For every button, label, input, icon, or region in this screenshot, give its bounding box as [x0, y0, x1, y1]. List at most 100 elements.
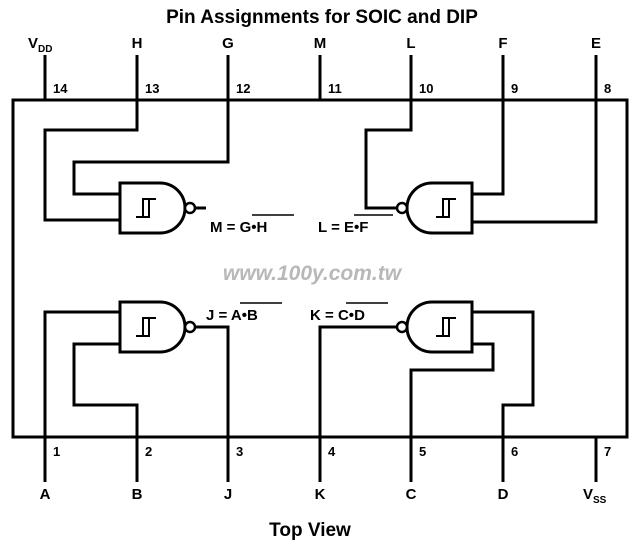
equation-k-dot: • [349, 307, 354, 324]
pin-14-number: 14 [53, 81, 68, 96]
gate-upper-left-wire-g [72, 100, 230, 196]
pin-2-label: B [132, 486, 143, 503]
pin-7-number: 7 [604, 444, 611, 459]
top-pin-8: 8 E [591, 35, 611, 100]
gate-upper-left-wire-h [43, 100, 139, 222]
gate-upper-right-body [405, 181, 474, 235]
equation-m-in1: G [240, 219, 252, 236]
equation-m: M = G•H [210, 214, 294, 236]
pin-8-label: E [591, 35, 601, 52]
gate-upper-right [364, 100, 598, 235]
pin-13-label: H [132, 35, 143, 52]
pin-1-number: 1 [53, 444, 60, 459]
equation-k-output: K [310, 307, 321, 324]
pin-9-number: 9 [511, 81, 518, 96]
hysteresis-icon [436, 317, 456, 337]
top-pin-13: 13 H [132, 35, 159, 100]
pin-1-label: A [40, 486, 51, 503]
equation-l: L = E•F [318, 214, 393, 236]
watermark: www.100y.com.tw [223, 262, 403, 285]
equation-m-in2: H [257, 219, 268, 236]
pin-6-number: 6 [511, 444, 518, 459]
svg-text:J = A•B: J = A•B [206, 307, 258, 324]
gate-lower-right-wire-d [472, 310, 535, 437]
pin-11-number: 11 [328, 81, 342, 96]
equation-l-in1: E [344, 219, 354, 236]
equation-l-in2: F [359, 219, 368, 236]
equation-m-output: M [210, 219, 223, 236]
hysteresis-icon [436, 198, 456, 218]
equation-m-equals: = [227, 219, 236, 236]
pin-10-label: L [406, 35, 415, 52]
diagram-title: Pin Assignments for SOIC and DIP [166, 7, 478, 28]
bottom-pin-2: 2 B [132, 437, 152, 503]
gate-lower-left-wire-b [72, 342, 139, 437]
pin-13-number: 13 [145, 81, 159, 96]
gate-lower-right-wire-k [318, 325, 397, 437]
gate-upper-right-wire-f [472, 100, 505, 196]
equation-k-equals: = [325, 307, 334, 324]
pin-7-label: VSS [583, 486, 607, 506]
gate-lower-right-wire-c [411, 344, 472, 437]
pin-12-number: 12 [236, 81, 250, 96]
pin-5-label: C [406, 486, 417, 503]
equation-k-in2: D [354, 307, 365, 324]
pin-3-number: 3 [236, 444, 243, 459]
bottom-pin-7: 7 VSS [583, 437, 611, 506]
pin-8-number: 8 [604, 81, 611, 96]
gate-upper-right-wire-l [364, 100, 413, 210]
gate-upper-left-body [118, 181, 187, 235]
gate-lower-left [43, 300, 230, 437]
equation-l-output: L [318, 219, 327, 236]
pin-14-label: VDD [28, 35, 52, 55]
equation-j-equals: = [219, 307, 228, 324]
svg-text:M = G•H: M = G•H [210, 219, 267, 236]
equation-k-in1: C [338, 307, 349, 324]
pin-4-label: K [315, 486, 326, 503]
equation-j: J = A•B [206, 302, 282, 324]
gate-lower-left-wire-a [43, 310, 120, 437]
top-pin-11: 11 M [314, 35, 342, 100]
equation-j-in2: B [247, 307, 258, 324]
pin-12-label: G [222, 35, 234, 52]
equation-l-dot: • [354, 219, 359, 236]
bottom-pin-3: 3 J [224, 437, 243, 503]
view-caption: Top View [269, 520, 351, 541]
bottom-pin-1: 1 A [40, 437, 60, 503]
svg-text:K = C•D: K = C•D [310, 307, 365, 324]
gate-lower-right-wire-c-path [411, 344, 432, 437]
top-pin-12: 12 G [222, 35, 250, 100]
equation-m-dot: • [251, 219, 256, 236]
hysteresis-icon [136, 317, 156, 337]
gate-lower-left-bubble [183, 320, 197, 334]
pin-11-label: M [314, 35, 327, 52]
gate-upper-left-bubble [183, 201, 197, 215]
pin-10-number: 10 [419, 81, 433, 96]
pin-2-number: 2 [145, 444, 152, 459]
pin-5-number: 5 [419, 444, 426, 459]
equation-j-in1: A [231, 307, 242, 324]
equation-j-dot: • [242, 307, 247, 324]
pin-9-label: F [498, 35, 507, 52]
equation-k: K = C•D [310, 302, 388, 324]
gate-upper-left [43, 100, 230, 235]
hysteresis-icon [136, 198, 156, 218]
pin-3-label: J [224, 486, 232, 503]
bottom-pin-4: 4 K [315, 437, 336, 503]
top-pin-10: 10 L [406, 35, 433, 100]
equation-l-equals: = [331, 219, 340, 236]
gate-lower-left-body [118, 300, 187, 354]
gate-lower-right-wire-c2 [409, 342, 495, 437]
top-pin-14: 14 VDD [28, 35, 68, 100]
bottom-pin-5: 5 C [406, 437, 426, 503]
equation-j-output: J [206, 307, 214, 324]
top-pin-9: 9 F [498, 35, 518, 100]
pin-6-label: D [498, 486, 509, 503]
gate-lower-right [318, 300, 535, 437]
bottom-pin-6: 6 D [498, 437, 518, 503]
gate-lower-left-wire-j [195, 325, 230, 437]
pin-4-number: 4 [328, 444, 336, 459]
gate-upper-right-bubble [395, 201, 409, 215]
gate-lower-right-bubble [395, 320, 409, 334]
